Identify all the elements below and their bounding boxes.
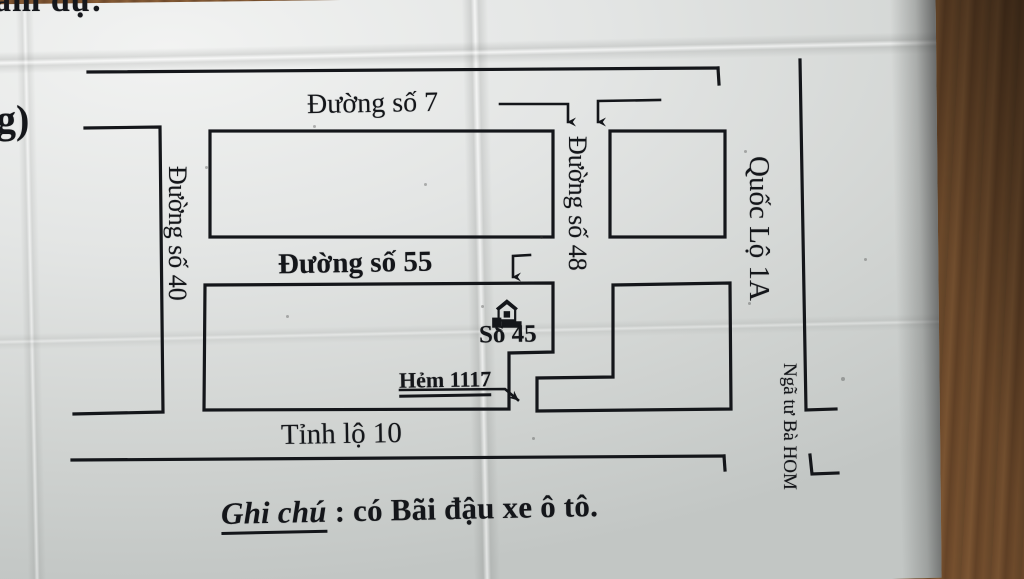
block-top-right <box>608 129 727 239</box>
house-icon <box>492 299 522 331</box>
cut-off-left-text: g) <box>0 97 30 142</box>
caption-body: có Bãi đậu xe ô tô. <box>352 488 599 529</box>
caption-lead: Ghi chú <box>220 493 328 535</box>
road-tinh-lo-10-line <box>70 454 726 462</box>
paper-speckle <box>864 258 867 261</box>
paper-speckle <box>540 236 543 239</box>
street-label-duong-so-7: Đường số 7 <box>306 86 439 121</box>
caption-separator: : <box>326 493 354 529</box>
road-nga-tu-ba-hom-corner <box>808 453 840 476</box>
street-label-hem-1117: Hẻm 1117 <box>398 366 492 398</box>
street-label-quoc-lo-1a: Quốc Lộ 1A <box>743 156 775 301</box>
leader-hem-1117 <box>398 387 520 402</box>
paper-speckle <box>286 315 289 318</box>
road-tinh-lo-10-stub <box>722 454 727 472</box>
street-label-tinh-lo-10: Tỉnh lộ 10 <box>280 416 403 452</box>
block-top-left <box>208 129 555 239</box>
street-label-nga-tu: Ngã tư Bà HOM <box>779 363 800 490</box>
road-quoc-lo-1a-line <box>798 58 838 412</box>
leader-duong-so-7-right <box>596 98 662 127</box>
paper-speckle <box>841 377 845 381</box>
paper-speckle <box>313 125 316 128</box>
street-label-duong-so-48: Đường số 48 <box>563 136 592 271</box>
cut-off-top-text: ầm dự. <box>0 0 102 19</box>
marker-label-so-45: Số 45 <box>478 320 537 349</box>
block-lower-left <box>202 281 555 412</box>
road-duong-so-40-outer <box>72 125 165 416</box>
leader-duong-so-7-left <box>498 102 576 127</box>
paper-speckle <box>532 437 535 440</box>
road-top-boundary-stub <box>716 66 721 86</box>
road-top-boundary <box>86 66 720 74</box>
street-label-duong-so-40: Đường số 40 <box>163 166 192 301</box>
block-lower-right <box>535 281 733 413</box>
paper-speckle <box>205 166 208 169</box>
leader-to-so-45 <box>511 253 532 282</box>
paper-speckle <box>744 150 747 153</box>
paper-speckle <box>481 305 484 308</box>
paper-speckle <box>748 302 751 305</box>
street-label-duong-so-55: Đường số 55 <box>277 245 433 281</box>
paper-speckle <box>424 183 427 186</box>
